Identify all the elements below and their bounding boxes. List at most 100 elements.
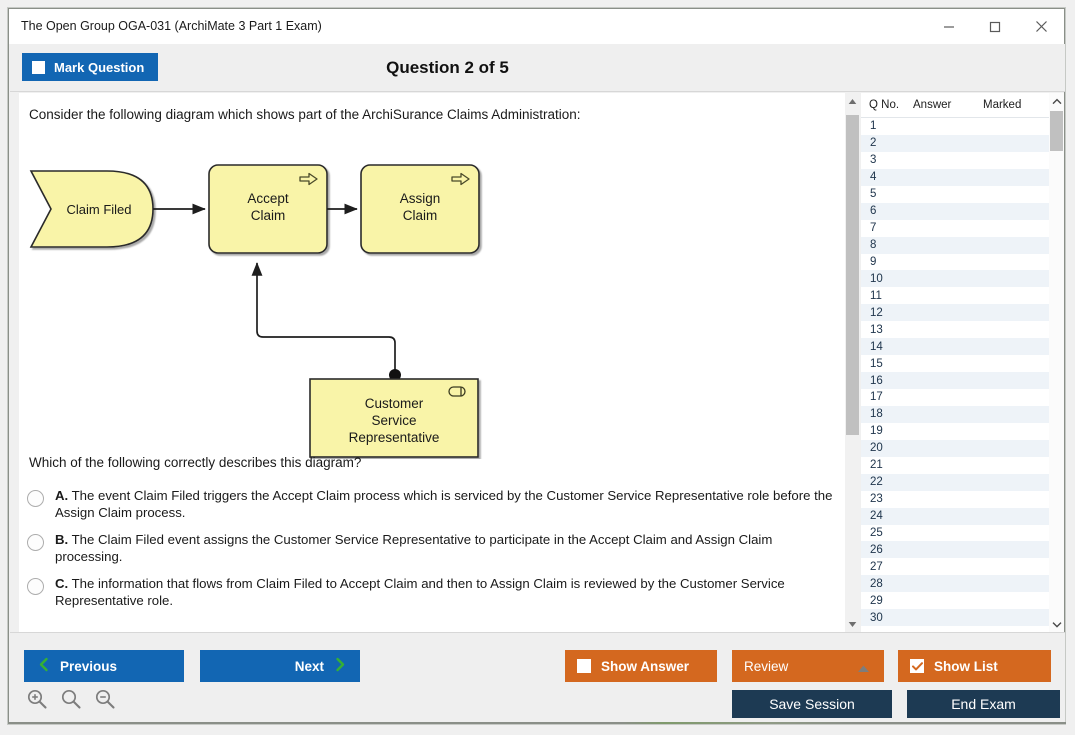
chevron-right-icon (335, 657, 346, 675)
question-number-cell: 28 (870, 577, 883, 590)
question-number-cell: 6 (870, 205, 877, 218)
list-scroll-down-button[interactable] (1049, 616, 1064, 632)
window-bottom-accent (9, 722, 1066, 724)
question-number-cell: 3 (870, 154, 877, 167)
question-list-row[interactable]: 8 (861, 236, 1049, 254)
question-number-cell: 26 (870, 543, 883, 556)
question-list-row[interactable]: 19 (861, 422, 1049, 440)
question-list-row[interactable]: 10 (861, 270, 1049, 288)
zoom-in-icon[interactable] (26, 688, 48, 715)
question-list-row[interactable]: 6 (861, 202, 1049, 220)
question-list-row[interactable]: 13 (861, 321, 1049, 339)
window-title: The Open Group OGA-031 (ArchiMate 3 Part… (21, 19, 322, 33)
question-number-cell: 27 (870, 560, 883, 573)
radio-button-icon[interactable] (27, 534, 44, 551)
question-list-row[interactable]: 7 (861, 219, 1049, 237)
question-list-row[interactable]: 14 (861, 338, 1049, 356)
answer-option-b[interactable]: B. The Claim Filed event assigns the Cus… (27, 532, 845, 565)
question-list-scrollbar[interactable] (1049, 93, 1064, 632)
question-list-row[interactable]: 17 (861, 389, 1049, 406)
question-list-row[interactable]: 22 (861, 473, 1049, 491)
show-answer-button[interactable]: Show Answer (565, 650, 717, 682)
chevron-up-icon (848, 92, 857, 110)
save-session-button[interactable]: Save Session (732, 690, 892, 718)
question-list-row[interactable]: 12 (861, 304, 1049, 322)
next-button[interactable]: Next (200, 650, 360, 682)
diagram-label-csr-1: Customer (365, 396, 424, 411)
content-scroll-down-button[interactable] (845, 616, 860, 632)
question-number-cell: 19 (870, 425, 883, 438)
column-header-marked: Marked (983, 99, 1022, 111)
mark-question-button[interactable]: Mark Question (22, 53, 159, 81)
question-list-row[interactable]: 27 (861, 558, 1049, 576)
content-scrollbar[interactable] (845, 93, 860, 632)
mark-question-checkbox-icon (32, 60, 45, 74)
question-number-cell: 15 (870, 357, 883, 370)
question-list-row[interactable]: 11 (861, 287, 1049, 305)
zoom-out-icon[interactable] (94, 688, 116, 715)
question-list-row[interactable]: 4 (861, 168, 1049, 186)
window-controls (926, 9, 1064, 44)
answer-option-letter: C. (55, 576, 69, 591)
diagram-label-assign-claim-2: Claim (403, 208, 438, 223)
question-header-bar: Mark Question Question 2 of 5 (10, 44, 1065, 92)
answer-option-text: A. The event Claim Filed triggers the Ac… (55, 488, 833, 520)
minimize-button[interactable] (926, 9, 972, 44)
diagram-label-accept-claim-2: Claim (251, 208, 286, 223)
answer-option-text: B. The Claim Filed event assigns the Cus… (55, 532, 773, 564)
question-number-cell: 23 (870, 493, 883, 506)
show-list-button[interactable]: Show List (898, 650, 1051, 682)
question-list-row[interactable]: 3 (861, 151, 1049, 169)
diagram-label-accept-claim-1: Accept (247, 191, 289, 206)
question-list-row[interactable]: 24 (861, 507, 1049, 525)
review-dropdown-button[interactable]: Review (732, 650, 884, 682)
end-exam-button[interactable]: End Exam (907, 690, 1060, 718)
question-list-row[interactable]: 29 (861, 592, 1049, 610)
diagram-label-assign-claim-1: Assign (400, 191, 441, 206)
content-scroll-thumb[interactable] (846, 115, 859, 435)
answer-option-a[interactable]: A. The event Claim Filed triggers the Ac… (27, 488, 845, 521)
answer-option-c[interactable]: C. The information that flows from Claim… (27, 576, 845, 609)
save-session-label: Save Session (769, 696, 855, 712)
question-list-header: Q No. Answer Marked (861, 93, 1064, 117)
maximize-button[interactable] (972, 9, 1018, 44)
question-number-cell: 21 (870, 459, 883, 472)
chevron-down-icon (848, 615, 857, 633)
question-number-cell: 17 (870, 391, 883, 404)
question-list-row[interactable]: 5 (861, 185, 1049, 203)
close-button[interactable] (1018, 9, 1064, 44)
show-answer-label: Show Answer (601, 658, 690, 674)
footer-toolbar: Previous Next Show Answer Review (10, 632, 1065, 722)
question-list-row[interactable]: 21 (861, 456, 1049, 474)
question-number-cell: 16 (870, 374, 883, 387)
list-scroll-up-button[interactable] (1049, 93, 1064, 109)
question-list-row[interactable]: 28 (861, 575, 1049, 593)
question-list-row[interactable]: 16 (861, 372, 1049, 389)
radio-button-icon[interactable] (27, 490, 44, 507)
question-list-row[interactable]: 20 (861, 439, 1049, 457)
content-scroll-up-button[interactable] (845, 93, 860, 109)
question-number-cell: 25 (870, 526, 883, 539)
question-list-row[interactable]: 25 (861, 524, 1049, 542)
previous-button[interactable]: Previous (24, 650, 184, 682)
question-list-row[interactable]: 18 (861, 405, 1049, 423)
list-scroll-thumb[interactable] (1050, 111, 1063, 151)
question-list-row[interactable]: 30 (861, 609, 1049, 627)
chevron-up-icon (857, 661, 870, 676)
answer-option-letter: B. (55, 532, 69, 547)
question-list-row[interactable]: 2 (861, 134, 1049, 152)
exam-window: The Open Group OGA-031 (ArchiMate 3 Part… (8, 8, 1066, 724)
question-number-cell: 11 (870, 289, 882, 302)
question-list-row[interactable]: 15 (861, 355, 1049, 373)
question-list-row[interactable]: 26 (861, 541, 1049, 559)
zoom-reset-icon[interactable] (60, 688, 82, 715)
question-list-row[interactable]: 9 (861, 253, 1049, 271)
question-number-cell: 30 (870, 611, 883, 624)
question-list-row[interactable]: 23 (861, 490, 1049, 508)
diagram-node-claim-filed: Claim Filed (29, 170, 154, 248)
question-list-row[interactable]: 1 (861, 118, 1049, 135)
radio-button-icon[interactable] (27, 578, 44, 595)
end-exam-label: End Exam (951, 696, 1016, 712)
question-number-cell: 2 (870, 137, 877, 150)
